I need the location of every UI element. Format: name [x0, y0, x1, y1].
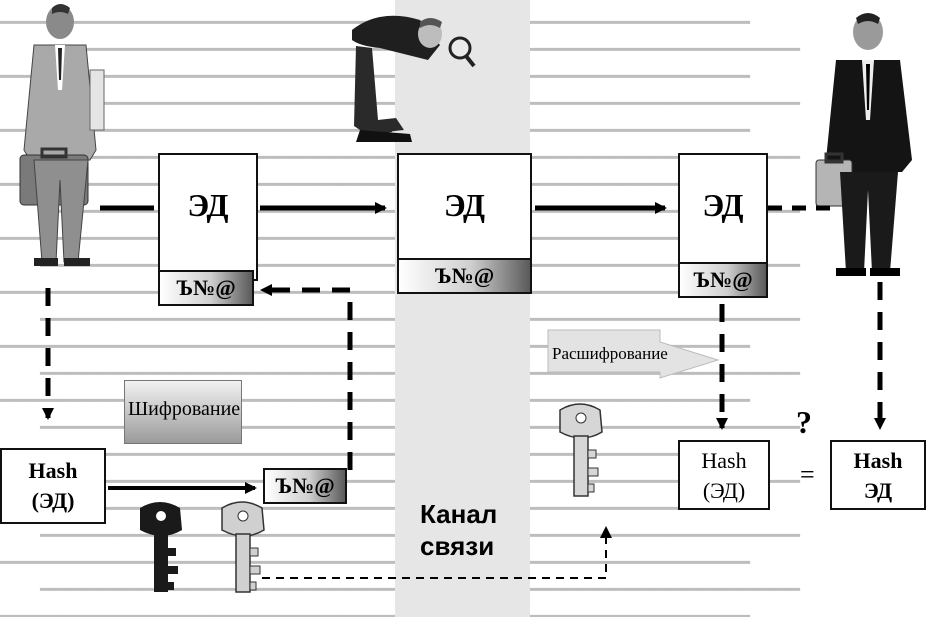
businessman-sender-icon [19, 4, 105, 266]
encryption-label: Шифрование [128, 398, 241, 420]
encryption-label-box [124, 380, 242, 444]
document-channel-label: ЭД [443, 187, 486, 223]
decryption-arrow-shape [547, 329, 720, 379]
center-gray-band [395, 0, 530, 617]
document-sender: ЭД [158, 153, 258, 281]
hash-sender-line1: Hash [28, 458, 78, 483]
document-sender-label: ЭД [187, 187, 229, 223]
signature-sender: Ъ№@ [158, 270, 254, 306]
hash-sender-line2: (ЭД) [31, 488, 75, 513]
hash-receiver-line1: Hash [853, 448, 903, 473]
hash-receiver: Hash ЭД [830, 440, 926, 510]
hash-decrypted: Hash (ЭД) [678, 440, 770, 510]
hash-sender: Hash (ЭД) [0, 448, 106, 524]
signature-channel: Ъ№@ [397, 258, 532, 294]
businessman-receiver-icon [815, 13, 912, 276]
signature-encrypted-hash: Ъ№@ [263, 468, 347, 504]
decryption-label: Расшифрование [552, 344, 668, 363]
hash-receiver-line2: ЭД [863, 478, 893, 503]
document-receiver-label: ЭД [702, 187, 744, 223]
channel-label-line2: связи [420, 531, 495, 561]
hash-decrypted-line1: Hash [701, 448, 747, 473]
public-key-icon [221, 501, 265, 593]
inspector-with-magnifier-icon [352, 15, 476, 142]
private-key-icon [140, 502, 182, 592]
hash-decrypted-line2: (ЭД) [702, 478, 746, 503]
signature-receiver: Ъ№@ [678, 262, 768, 298]
channel-label: Канал связи [420, 498, 497, 562]
document-channel: ЭД [397, 153, 532, 273]
comparison-question: ? [796, 404, 812, 440]
comparison-equals: = [800, 460, 815, 489]
channel-label-line1: Канал [420, 499, 498, 529]
public-key-receiver-icon [559, 403, 603, 497]
